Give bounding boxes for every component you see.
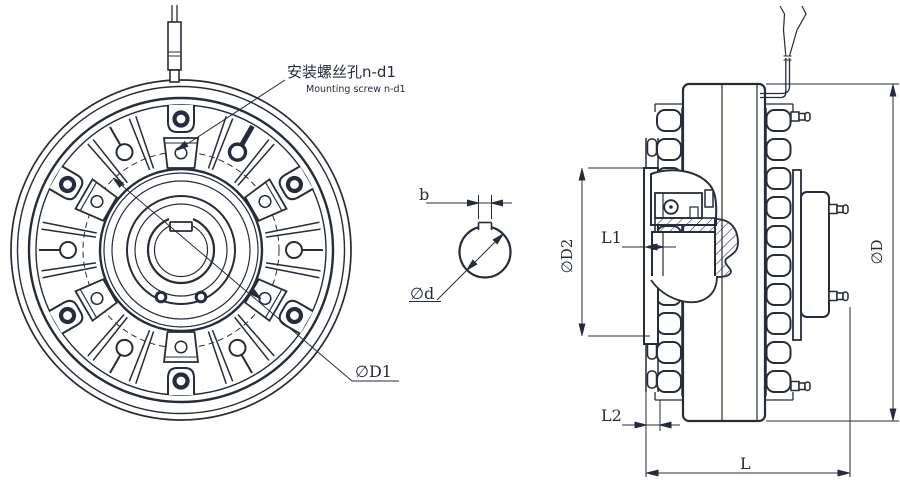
hub-assembly xyxy=(643,167,739,345)
dim-label-d: ∅d xyxy=(410,284,434,303)
dim-label-d2: ∅D2 xyxy=(558,239,576,274)
front-cable-terminal xyxy=(167,5,182,83)
mounting-screw-label-zh: 安装螺丝孔n-d1 xyxy=(287,63,396,81)
dim-label-d1: ∅D1 xyxy=(355,362,392,381)
side-view-drawing xyxy=(643,5,849,423)
right-cooling-fins xyxy=(765,108,792,396)
dim-label-big-d: ∅D xyxy=(868,239,886,264)
right-flange xyxy=(800,191,830,318)
dimension-lines xyxy=(110,79,899,477)
right-plate xyxy=(792,169,802,341)
shaft-detail-drawing xyxy=(409,195,512,302)
dim-label-l2: L2 xyxy=(601,406,622,425)
front-view-drawing xyxy=(10,5,352,421)
dim-label-l: L xyxy=(740,454,751,473)
dim-label-b: b xyxy=(419,185,429,204)
terminal-nipples xyxy=(790,111,849,392)
dim-label-l1: L1 xyxy=(601,228,622,247)
mounting-screw-label-en: Mounting screw n-d1 xyxy=(306,84,406,95)
lead-wires xyxy=(760,5,807,99)
